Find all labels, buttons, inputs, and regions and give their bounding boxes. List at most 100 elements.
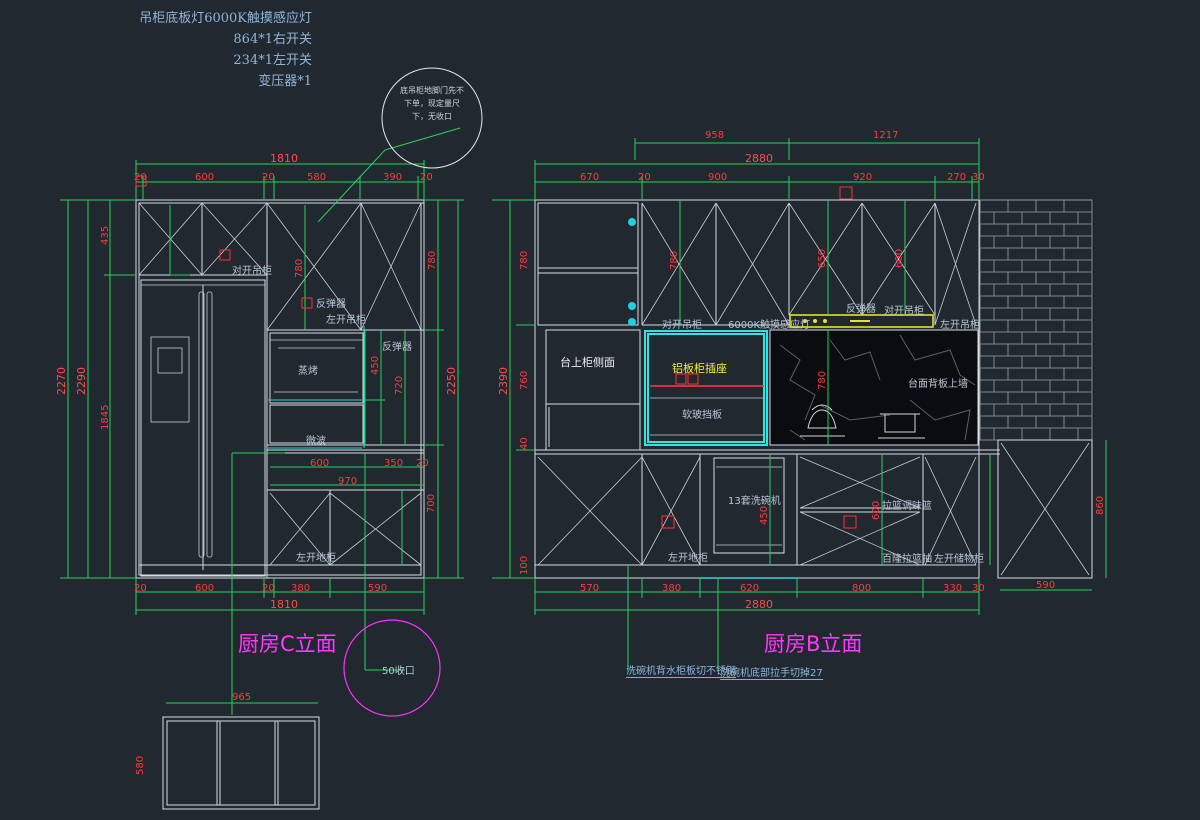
dim-b-over1: 958 bbox=[705, 130, 724, 141]
dim-c-top-1: 600 bbox=[195, 172, 214, 183]
label-b-door-open: 对开吊柜 bbox=[662, 320, 702, 331]
label-b-worktop-wall: 台面背板上墙 bbox=[908, 379, 968, 390]
stove-icon bbox=[878, 413, 925, 439]
elevation-c-dims bbox=[60, 127, 464, 715]
dim-c-top-4: 390 bbox=[383, 172, 402, 183]
dim-b-top-0: 670 bbox=[580, 172, 599, 183]
dim-c-counter-2: 20 bbox=[416, 458, 429, 469]
elevation-b: 958 1217 2880 670 20 900 920 270 30 570 … bbox=[492, 130, 1107, 672]
dim-b-bottom-total: 2880 bbox=[745, 598, 773, 611]
dim-c-top-2: 20 bbox=[262, 172, 275, 183]
dim-b-side-1: 780 bbox=[669, 251, 680, 270]
label-b-left-base: 左开地柜 bbox=[668, 553, 708, 564]
callout-top-line3: 下，无收口 bbox=[412, 112, 452, 121]
callout-circle-top bbox=[381, 67, 483, 169]
callout-bottom-text: 50收口 bbox=[382, 666, 415, 677]
cyan-appliance-box bbox=[644, 330, 768, 446]
dim-b-right-bottom: 590 bbox=[1036, 580, 1055, 591]
elevation-c-frame bbox=[135, 199, 425, 579]
dim-b-top-4: 270 bbox=[947, 172, 966, 183]
dim-b-side: 2390 bbox=[497, 367, 510, 395]
dim-c-side-left2: 2290 bbox=[75, 367, 88, 395]
label-c-reflector2: 反弹器 bbox=[382, 342, 412, 353]
label-b-light: 6000K触摸感应灯 bbox=[728, 320, 811, 331]
label-b-drawer: 拉篮调味篮 bbox=[882, 501, 932, 512]
label-b-pull: 百隆拉篮抽 bbox=[882, 554, 932, 565]
dim-c-bot-1: 600 bbox=[195, 583, 214, 594]
kettle-icon bbox=[800, 404, 845, 437]
dim-c-counter-1: 350 bbox=[384, 458, 403, 469]
dim-b-bot-4: 330 bbox=[943, 583, 962, 594]
label-c-micro: 微波 bbox=[306, 436, 326, 447]
steam-oven bbox=[269, 332, 364, 404]
dim-b-bot-5: 30 bbox=[972, 583, 985, 594]
dim-b-over2: 1217 bbox=[873, 130, 898, 141]
notes-block: 吊柜底板灯6000K触摸感应灯 864*1右开关 234*1左开关 变压器*1 bbox=[139, 8, 312, 92]
dim-c-side-inner2: 1845 bbox=[100, 405, 111, 430]
dim-b-side-4: 100 bbox=[519, 556, 530, 575]
dim-c-top-5: 20 bbox=[420, 172, 433, 183]
callout-top-text: 底吊柜地脚门先不 下单，现定量尺 下，无收口 bbox=[390, 84, 474, 123]
callout-top-line1: 底吊柜地脚门先不 bbox=[400, 86, 464, 95]
label-c-left-open: 左开吊柜 bbox=[326, 315, 366, 326]
dim-b-top-3: 920 bbox=[853, 172, 872, 183]
dim-c-bot-3: 380 bbox=[291, 583, 310, 594]
dim-b-right-side: 860 bbox=[1095, 496, 1106, 515]
note-line-1: 吊柜底板灯6000K触摸感应灯 bbox=[139, 11, 312, 26]
dim-c-counter-0: 600 bbox=[310, 458, 329, 469]
title-elevation-b: 厨房B立面 bbox=[764, 632, 863, 656]
bottom-note-2: 洗碗机底部拉手切掉27 bbox=[720, 664, 823, 680]
dim-b-bot-0: 570 bbox=[580, 583, 599, 594]
callout-circle-bottom bbox=[343, 619, 441, 717]
dim-b-top-total: 2880 bbox=[745, 152, 773, 165]
microwave bbox=[269, 404, 364, 444]
note-line-3: 234*1左开关 bbox=[233, 53, 312, 68]
label-b-top-side: 台上柜侧面 bbox=[560, 356, 615, 369]
title-elevation-c: 厨房C立面 bbox=[238, 632, 337, 656]
dim-b-top-1: 20 bbox=[638, 172, 651, 183]
triangle-marker-icon bbox=[661, 186, 857, 529]
label-b-door-open2: 对开吊柜 bbox=[884, 306, 924, 317]
label-b-rice: 铝板柜插座 bbox=[672, 362, 727, 375]
dim-c-side-left: 2270 bbox=[55, 367, 68, 395]
dim-b-side-0: 780 bbox=[519, 251, 530, 270]
backsplash bbox=[769, 329, 979, 446]
dishwasher bbox=[713, 457, 785, 554]
dim-b-mid-4: 600 bbox=[871, 501, 882, 520]
label-b-sink-row: 软玻挡板 bbox=[682, 410, 722, 421]
label-b-dishwasher: 13套洗碗机 bbox=[728, 496, 781, 507]
elevation-b-dims bbox=[492, 138, 1107, 672]
dim-c-top-total: 1810 bbox=[270, 152, 298, 165]
label-c-steam: 蒸烤 bbox=[298, 366, 318, 377]
range-hood bbox=[789, 314, 934, 328]
dim-c-mid-4: 700 bbox=[426, 494, 437, 513]
note-line-4: 变压器*1 bbox=[258, 74, 312, 89]
dim-c-small-w: 965 bbox=[232, 692, 251, 703]
note-line-2: 864*1右开关 bbox=[233, 32, 312, 47]
label-c-door-open: 对开吊柜 bbox=[232, 266, 272, 277]
dim-b-top-5: 30 bbox=[972, 172, 985, 183]
dim-c-top-0: 20 bbox=[134, 172, 147, 183]
callout-top-line2: 下单，现定量尺 bbox=[404, 99, 460, 108]
elevation-c-frame-inner bbox=[138, 202, 422, 576]
fridge bbox=[140, 279, 266, 577]
dim-c-side-inner1: 435 bbox=[100, 226, 111, 245]
label-c-reflector1: 反弹器 bbox=[316, 299, 346, 310]
dim-b-mid-2: 780 bbox=[817, 371, 828, 390]
dim-c-counter-total: 970 bbox=[338, 476, 357, 487]
label-c-base-left: 左开地柜 bbox=[296, 553, 336, 564]
dim-c-small-h: 580 bbox=[135, 756, 146, 775]
dim-c-top-3: 580 bbox=[307, 172, 326, 183]
dim-c-bot-2: 20 bbox=[262, 583, 275, 594]
dim-b-side-3: 760 bbox=[519, 371, 530, 390]
label-b-left-open: 左开吊柜 bbox=[940, 320, 980, 331]
dim-c-mid-2: 450 bbox=[370, 356, 381, 375]
dim-b-side-2: 40 bbox=[519, 437, 530, 450]
socket-icon bbox=[628, 218, 636, 326]
dim-c-bottom-total: 1810 bbox=[270, 598, 298, 611]
dim-b-bot-2: 620 bbox=[740, 583, 759, 594]
dim-c-mid-1: 780 bbox=[294, 259, 305, 278]
plan-box bbox=[162, 716, 320, 810]
triangle-marker-icon bbox=[135, 175, 313, 309]
